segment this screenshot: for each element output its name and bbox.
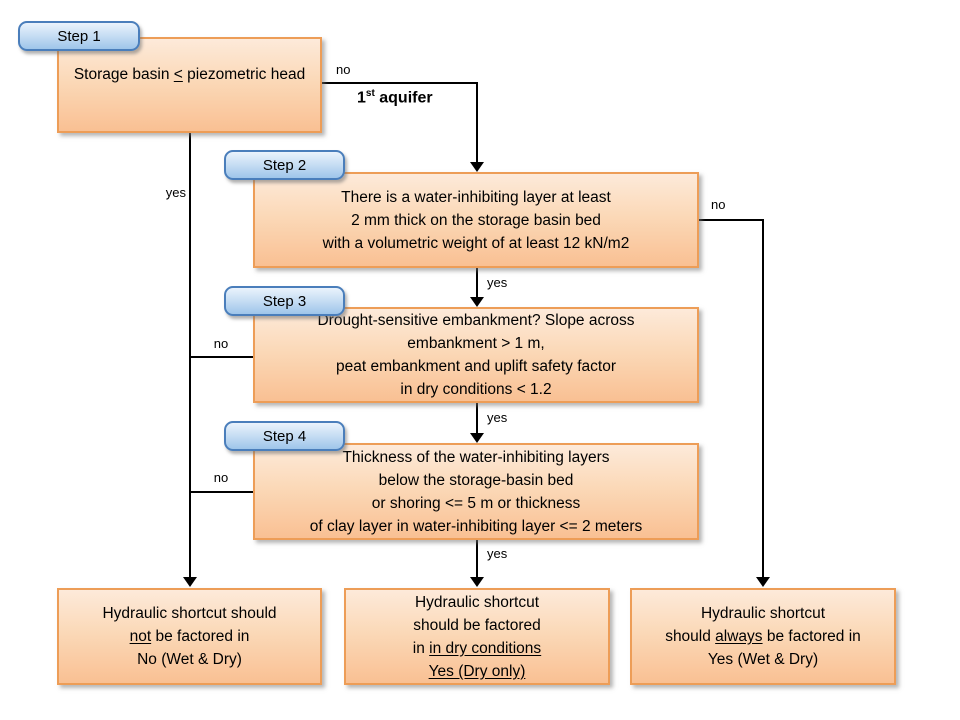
step4-decision-box: Thickness of the water-inhibiting layers… (253, 443, 699, 540)
outcome-right-line1: Hydraulic shortcut (700, 605, 826, 622)
outcome-left-line2-rest: be factored in (151, 628, 250, 645)
edge-label-step4-no: no (213, 470, 229, 485)
outcome-middle-line3-prefix: in (412, 639, 430, 657)
outcome-box-dry-only: Hydraulic shortcut should be factored in… (344, 588, 610, 685)
connector-step2-no-vertical (762, 219, 764, 578)
outcome-right-line2: should always be factored in (665, 625, 861, 648)
step4-tab-label: Step 4 (262, 427, 307, 445)
connector-step2-yes-vertical (476, 268, 478, 297)
step2-line: 2 mm thick on the storage basin bed (351, 211, 601, 229)
arrowhead-into-step2 (470, 162, 484, 172)
step2-line: with a volumetric weight of at least 12 … (322, 234, 630, 252)
step1-tab-label: Step 1 (57, 27, 101, 45)
step3-tab-label: Step 3 (262, 292, 307, 310)
connector-step4-no-horizontal (189, 491, 253, 493)
edge-label-step1-yes: yes (165, 185, 186, 200)
step1-text-prefix: Storage basin (73, 66, 174, 83)
step1-decision-box: Storage basin < piezometric head (57, 37, 322, 133)
edge-label-step4-yes: yes (487, 546, 508, 561)
step2-tab-label: Step 2 (262, 156, 307, 174)
connector-step1-no-vertical (476, 82, 478, 163)
step1-text: Storage basin < piezometric head (74, 63, 305, 86)
outcome-middle-line4: Yes (Dry only) (428, 662, 526, 680)
outcome-middle-line3: in in dry conditions (413, 637, 541, 660)
arrowhead-into-step3 (470, 297, 484, 307)
outcome-right-line2-rest: be factored in (762, 628, 861, 645)
edge-label-step3-no: no (213, 336, 229, 351)
arrowhead-into-step4 (470, 433, 484, 443)
connector-step1-no-horizontal (322, 82, 478, 84)
connector-step2-no-horizontal (699, 219, 763, 221)
connector-step3-yes-vertical (476, 403, 478, 433)
step3-line: in dry conditions < 1.2 (400, 381, 552, 398)
outcome-middle-line2: should be factored (413, 616, 541, 634)
edge-label-step2-no: no (711, 197, 726, 212)
arrowhead-into-outcome-middle (470, 577, 484, 587)
outcome-box-not-factored: Hydraulic shortcut should not be factore… (57, 588, 322, 685)
outcome-right-line3: Yes (Wet & Dry) (707, 651, 819, 668)
step4-line: below the storage-basin bed (378, 471, 574, 489)
arrowhead-into-outcome-left (183, 577, 197, 587)
aquifer-superscript: st (365, 88, 375, 99)
step3-tab: Step 3 (224, 286, 345, 316)
step1-tab: Step 1 (18, 21, 140, 51)
aquifer-number: 1 (357, 89, 366, 107)
outcome-left-line1: Hydraulic shortcut should (102, 605, 277, 622)
connector-step3-no-horizontal (189, 356, 253, 358)
step4-line: of clay layer in water-inhibiting layer … (309, 517, 643, 535)
step2-tab: Step 2 (224, 150, 345, 180)
step3-decision-box: Drought-sensitive embankment? Slope acro… (253, 307, 699, 403)
edge-label-step1-no: no (336, 62, 351, 77)
edge-label-step3-yes: yes (487, 410, 508, 425)
edge-label-step2-yes: yes (487, 275, 508, 290)
outcome-middle-line3-underlined: in dry conditions (429, 639, 542, 657)
step2-decision-box: There is a water-inhibiting layer at lea… (253, 172, 699, 268)
outcome-middle-line1: Hydraulic shortcut (414, 593, 540, 611)
step3-line: embankment > 1 m, (407, 335, 545, 352)
connector-step1-yes-vertical (189, 133, 191, 578)
step3-line: peat embankment and uplift safety factor (335, 358, 617, 375)
step1-text-suffix: piezometric head (182, 66, 306, 83)
step1-text-underlined: < (173, 66, 183, 83)
outcome-right-line2-prefix: should (665, 628, 716, 645)
arrowhead-into-outcome-right (756, 577, 770, 587)
outcome-box-always-factored: Hydraulic shortcut should always be fact… (630, 588, 896, 685)
step4-line: or shoring <= 5 m or thickness (371, 494, 581, 512)
step2-line: There is a water-inhibiting layer at lea… (341, 188, 611, 206)
edge-label-first-aquifer: 1st aquifer (357, 88, 433, 107)
outcome-left-underlined: not (129, 628, 152, 645)
step4-tab: Step 4 (224, 421, 345, 451)
step3-line: Drought-sensitive embankment? Slope acro… (317, 312, 635, 329)
step4-line: Thickness of the water-inhibiting layers (342, 448, 610, 466)
outcome-right-underlined: always (715, 628, 763, 645)
outcome-left-line3: No (Wet & Dry) (137, 651, 242, 668)
outcome-left-line2: not be factored in (130, 625, 250, 648)
aquifer-word: aquifer (374, 89, 433, 107)
connector-step4-yes-vertical (476, 540, 478, 578)
